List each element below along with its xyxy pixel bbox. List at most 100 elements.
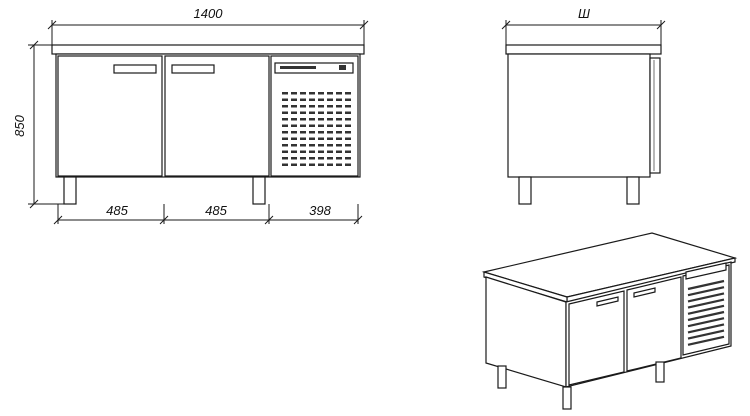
vent-slot — [345, 92, 351, 95]
vent-slot — [345, 150, 351, 153]
vent-slot — [345, 111, 351, 114]
vent-slot — [345, 105, 351, 108]
vent-slot — [291, 137, 297, 140]
side-leg-left — [518, 176, 532, 205]
perspective-control-panel — [685, 262, 727, 280]
side-view: Ш — [501, 6, 666, 205]
door-right-handle — [171, 64, 215, 74]
vent-slot — [687, 335, 725, 346]
perspective-leg-back — [497, 365, 507, 389]
vent-slot — [687, 329, 725, 340]
vent-slot — [309, 111, 315, 114]
vent-slot — [318, 137, 324, 140]
vent-slot — [327, 163, 333, 166]
vent-slot — [291, 92, 297, 95]
vent-slot — [336, 131, 342, 134]
vent-slot — [327, 105, 333, 108]
vent-slot — [300, 105, 306, 108]
vent-slot — [282, 92, 288, 95]
vent-slot — [336, 157, 342, 160]
vent-slot — [282, 131, 288, 134]
vent-slot — [282, 111, 288, 114]
vent-slot — [327, 98, 333, 101]
vent-slot — [318, 111, 324, 114]
vent-slot — [345, 157, 351, 160]
vent-slot — [282, 118, 288, 121]
width-dimension: 1400 — [47, 6, 369, 45]
vent-slot — [327, 150, 333, 153]
vent-slot — [282, 98, 288, 101]
vent-slot — [309, 124, 315, 127]
vent-slot — [309, 157, 315, 160]
vent-slot — [327, 118, 333, 121]
vent-slot — [345, 131, 351, 134]
vent-slot — [687, 298, 725, 309]
vent-slot — [282, 157, 288, 160]
vent-slot — [327, 137, 333, 140]
perspective-door-left — [568, 290, 625, 386]
vent-slot — [345, 137, 351, 140]
vent-slot — [309, 118, 315, 121]
vent-slot — [687, 286, 725, 297]
vent-slot — [336, 137, 342, 140]
controller-button — [339, 65, 346, 70]
vent-slot — [318, 98, 324, 101]
vent-slot — [309, 150, 315, 153]
vent-slot — [300, 163, 306, 166]
vent-slot — [336, 111, 342, 114]
vent-slot — [309, 92, 315, 95]
perspective-view — [481, 232, 738, 410]
vent-slot — [300, 111, 306, 114]
vent-slot — [291, 124, 297, 127]
vent-slot — [282, 105, 288, 108]
worktop — [51, 44, 365, 55]
vent-slot — [336, 150, 342, 153]
vent-slot — [318, 150, 324, 153]
width-label: 1400 — [194, 6, 224, 21]
vent-slot — [336, 98, 342, 101]
front-view: 1400 850 — [12, 6, 369, 225]
depth-label: Ш — [578, 6, 590, 21]
vent-slot — [309, 144, 315, 147]
vent-slot — [345, 163, 351, 166]
vent-slot — [300, 118, 306, 121]
vent-slot — [687, 279, 725, 291]
vent-slot — [327, 111, 333, 114]
vent-slot — [318, 144, 324, 147]
leg-left — [63, 176, 77, 205]
vent-slot — [345, 144, 351, 147]
vent-slot — [336, 163, 342, 166]
vent-slot — [345, 124, 351, 127]
vent-slot — [318, 131, 324, 134]
side-body — [507, 53, 651, 178]
perspective-handle-right — [633, 287, 656, 298]
vent-slot — [300, 137, 306, 140]
vent-slot — [309, 105, 315, 108]
vent-slot — [291, 105, 297, 108]
vent-slot — [282, 150, 288, 153]
vent-slot — [300, 124, 306, 127]
vent-slot — [336, 124, 342, 127]
vent-slot — [318, 163, 324, 166]
vent-slot — [318, 118, 324, 121]
controller-display — [280, 66, 316, 69]
vent-slot — [336, 144, 342, 147]
vent-slot — [687, 317, 725, 328]
vent-slot — [291, 157, 297, 160]
vent-slot — [309, 131, 315, 134]
vent-slot — [282, 124, 288, 127]
compressor-section — [270, 55, 359, 177]
vent-slot — [291, 150, 297, 153]
vent-slot — [336, 105, 342, 108]
perspective-leg-front — [562, 386, 572, 410]
vent-slot — [300, 150, 306, 153]
vent-slot — [327, 124, 333, 127]
perspective-leg-right — [655, 361, 665, 383]
vent-slot — [309, 98, 315, 101]
vent-slot — [318, 124, 324, 127]
vent-slot — [336, 92, 342, 95]
section-label-middle: 485 — [205, 203, 227, 218]
vent-slot — [327, 92, 333, 95]
leg-right — [252, 176, 266, 205]
